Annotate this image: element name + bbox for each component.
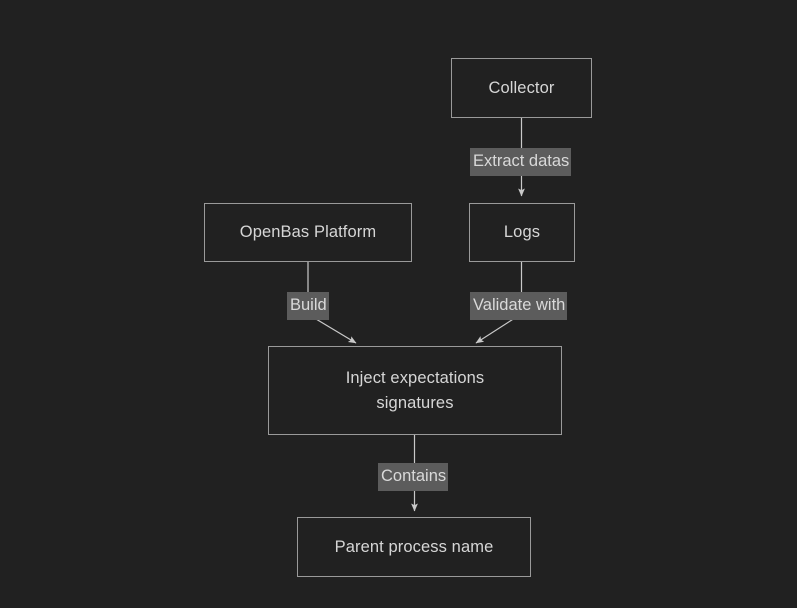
node-logs[interactable]: Logs (469, 203, 575, 262)
edge-label-validate-with-text: Validate with (473, 296, 566, 314)
node-inject-expectations-signatures-label: Inject expectations signatures (345, 368, 485, 412)
node-collector-label: Collector (488, 78, 555, 97)
node-parent-process-name-label: Parent process name (334, 537, 494, 556)
node-inject-expectations-signatures[interactable]: Inject expectations signatures (268, 346, 562, 435)
edge-label-contains-text: Contains (381, 467, 447, 485)
node-logs-label: Logs (503, 223, 541, 241)
node-parent-process-name[interactable]: Parent process name (297, 517, 531, 577)
node-openbas-platform[interactable]: OpenBas Platform (204, 203, 412, 262)
edge-label-validate-with: Validate with (470, 292, 568, 320)
edge-label-build: Build (287, 292, 329, 320)
edge-label-extract-datas-text: Extract datas (473, 152, 570, 170)
edge-label-build-text: Build (290, 296, 327, 314)
node-openbas-platform-label: OpenBas Platform (239, 223, 377, 241)
node-collector[interactable]: Collector (451, 58, 592, 118)
edge-label-contains: Contains (378, 463, 449, 491)
edge-label-extract-datas: Extract datas (470, 148, 572, 176)
